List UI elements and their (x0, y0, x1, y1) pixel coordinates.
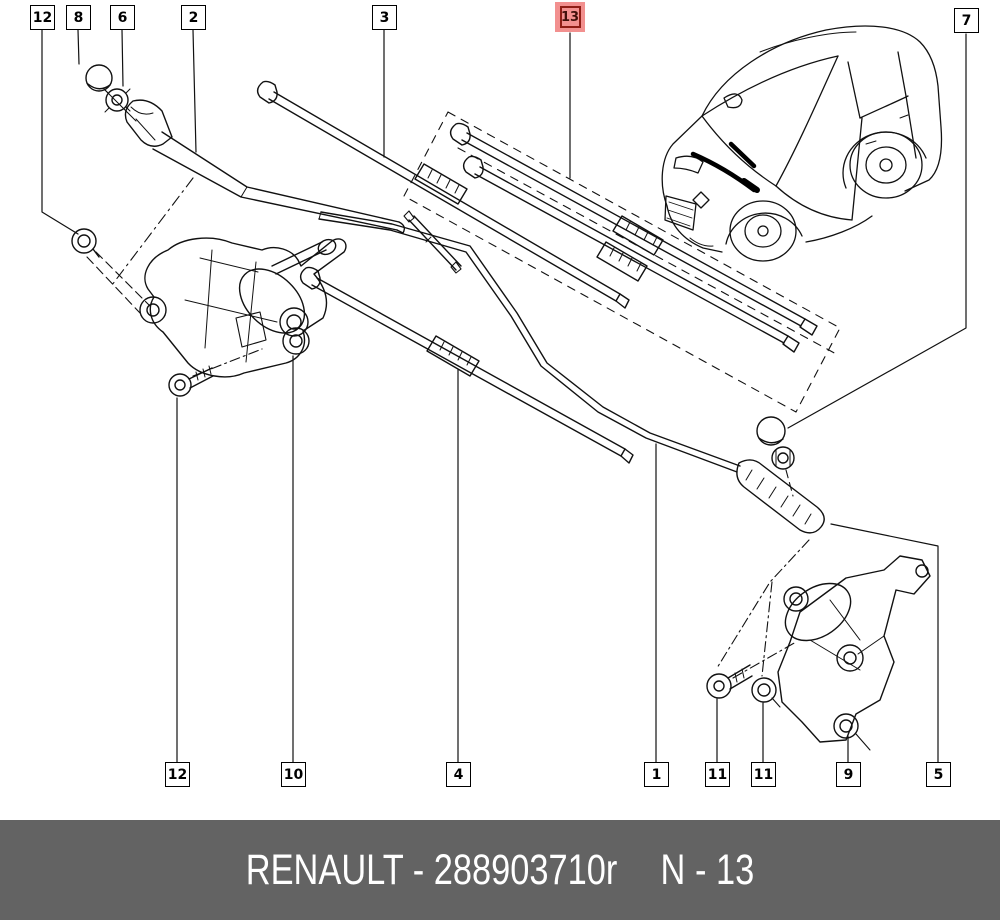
rear-pivot-cap-7-drawing (717, 417, 809, 676)
callout-top-12[interactable]: 12 (30, 5, 55, 30)
pivot-nut-6 (106, 89, 128, 111)
wiper-blade-4-drawing (301, 267, 633, 463)
pivot-cap-8 (86, 65, 112, 91)
callout-bottom-5[interactable]: 5 (926, 762, 951, 787)
rear-wiper-motor-drawing (707, 556, 930, 750)
callout-bottom-9[interactable]: 9 (836, 762, 861, 787)
front-wiper-arm-drawing (86, 65, 404, 233)
footer-page-reference: N - 13 (660, 845, 755, 894)
car-illustration (662, 26, 941, 261)
wiper-blade-3-drawing (258, 81, 629, 308)
windshield-wipers (693, 144, 757, 190)
callout-bottom-11a[interactable]: 11 (705, 762, 730, 787)
callout-top-2[interactable]: 2 (181, 5, 206, 30)
callout-top-13-box: 13 (559, 6, 581, 28)
rear-motor-output (834, 714, 858, 738)
wiper-parts-diagram (0, 0, 1000, 820)
callout-bottom-10[interactable]: 10 (281, 762, 306, 787)
front-wiper-motor-drawing (140, 237, 346, 396)
grommet-11b (752, 678, 776, 702)
callout-bottom-1[interactable]: 1 (644, 762, 669, 787)
callout-bottom-4[interactable]: 4 (446, 762, 471, 787)
callout-top-3[interactable]: 3 (372, 5, 397, 30)
blade-adapter-drawing (404, 211, 461, 273)
front-wiper-arm-1-drawing (319, 212, 824, 533)
screw-12 (169, 374, 191, 396)
callout-top-7[interactable]: 7 (954, 8, 979, 33)
motor-mount-10 (283, 328, 309, 354)
footer-bar: RENAULT - 288903710r N - 13 (0, 820, 1000, 920)
leader-lines (42, 30, 966, 762)
callout-top-6[interactable]: 6 (110, 5, 135, 30)
screw-11a (707, 674, 731, 698)
callout-bottom-11b[interactable]: 11 (751, 762, 776, 787)
callout-bottom-12[interactable]: 12 (165, 762, 190, 787)
wiper-blade-kit-13-drawing (404, 112, 840, 412)
footer-brand-part-number: RENAULT - 288903710r (245, 845, 618, 894)
callout-top-8[interactable]: 8 (66, 5, 91, 30)
grommet-12-drawing (72, 178, 193, 313)
callout-top-13-highlighted[interactable]: 13 (555, 2, 585, 32)
